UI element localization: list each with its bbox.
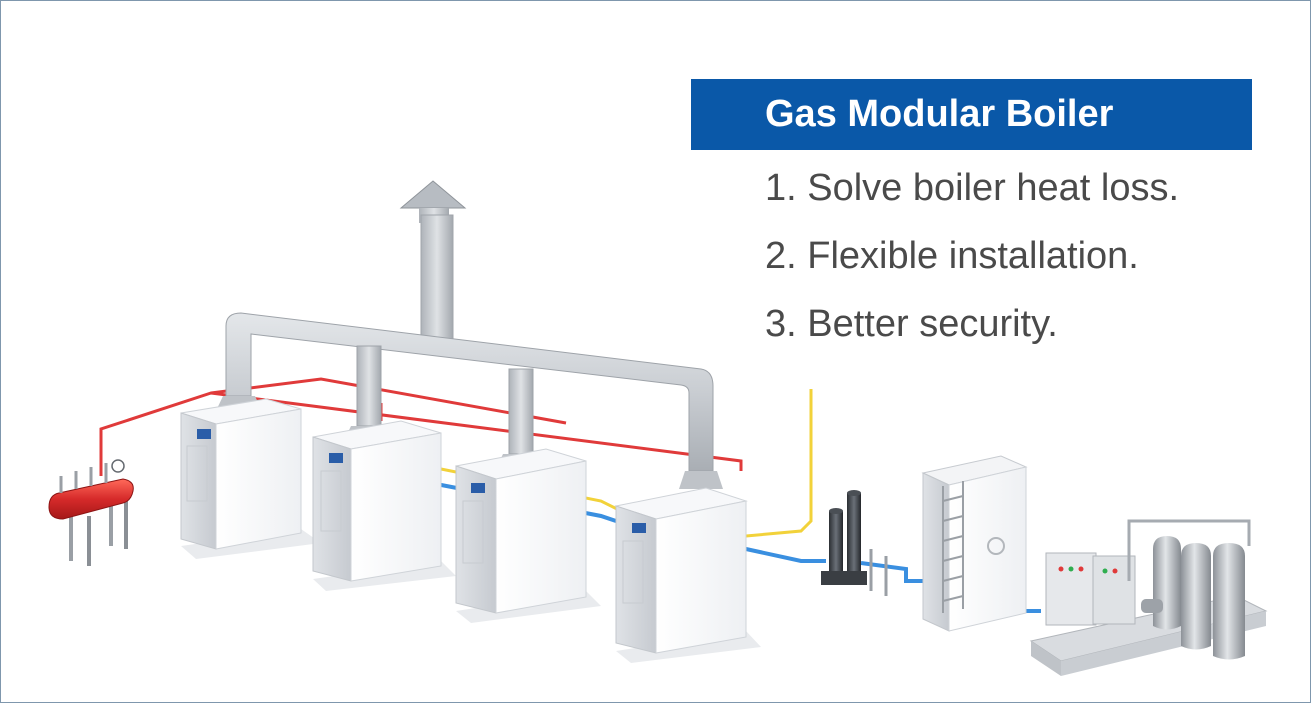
feature-list: 1. Solve boiler heat loss. 2. Flexible i… (765, 165, 1179, 369)
feature-item-1: 1. Solve boiler heat loss. (765, 167, 1180, 209)
boiler-unit-4 (614, 487, 748, 654)
page-title: Gas Modular Boiler (765, 93, 1114, 135)
water-distributor-header (48, 459, 134, 566)
boiler-unit-1 (180, 398, 302, 550)
title-banner: Gas Modular Boiler (691, 79, 1252, 150)
water-storage-tank (921, 455, 1028, 632)
boiler-unit-2 (312, 420, 442, 582)
boiler-unit-3 (455, 448, 587, 614)
chimney (399, 180, 467, 342)
circulation-pumps (821, 490, 888, 596)
feature-item-3: 3. Better security. (765, 303, 1058, 345)
feature-item-2: 2. Flexible installation. (765, 235, 1139, 277)
water-treatment-unit (1029, 519, 1268, 676)
